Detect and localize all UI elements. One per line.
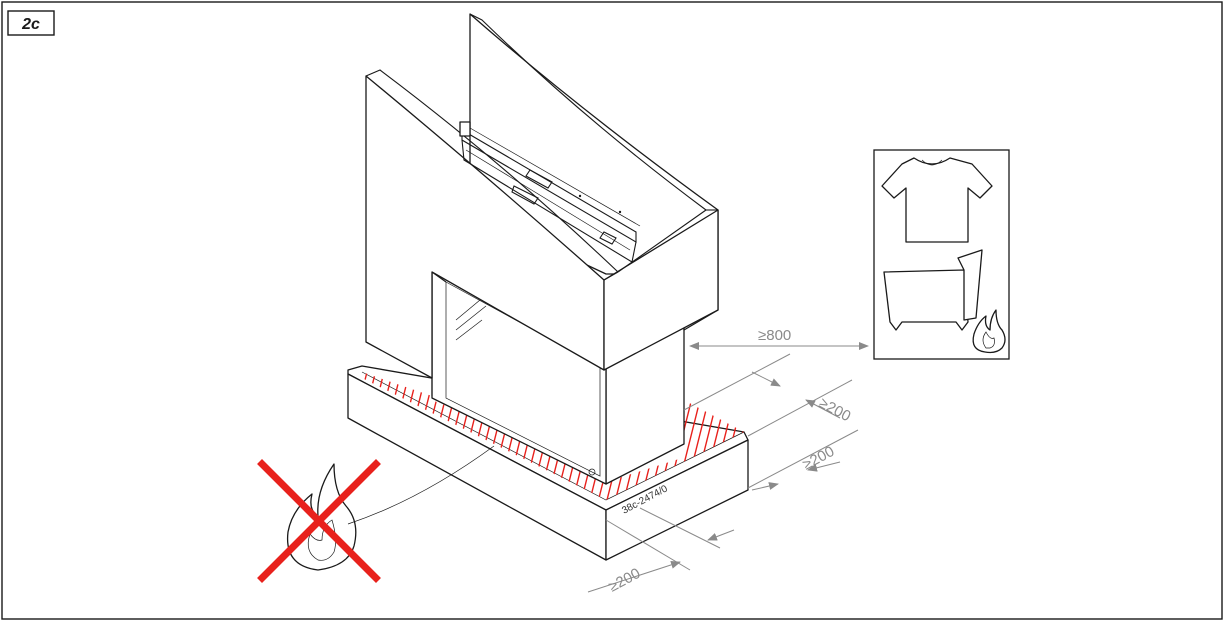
hatch-line: [747, 360, 787, 520]
svg-text:2c: 2c: [21, 16, 40, 33]
crossed-flame-icon: [257, 445, 495, 583]
hatch-line: [772, 360, 812, 520]
hatch-line: [764, 360, 804, 520]
dimension-side-200-upper: ≥200: [683, 353, 853, 437]
svg-text:≥200: ≥200: [606, 565, 643, 596]
burner-rail: [459, 121, 641, 263]
hatch-line: [789, 360, 829, 520]
fireplace-hood: [365, 13, 719, 379]
armchair-icon: [883, 249, 983, 331]
svg-text:≥200: ≥200: [800, 443, 837, 474]
svg-text:≥200: ≥200: [816, 395, 853, 426]
figure-label: 2c: [7, 10, 55, 36]
hatch-line: [781, 360, 821, 520]
hatch-line: [832, 360, 872, 520]
fireplace-firebox: [431, 271, 685, 485]
hatch-line: [823, 360, 863, 520]
combustibles-panel: [873, 149, 1010, 360]
hatch-line: [815, 360, 855, 520]
flame-icon: [972, 309, 1006, 354]
hatch-line: [798, 360, 838, 520]
dimension-side-200-lower: ≥200: [747, 429, 859, 491]
dimension-800: ≥800: [689, 327, 869, 350]
svg-text:≥800: ≥800: [758, 327, 791, 344]
